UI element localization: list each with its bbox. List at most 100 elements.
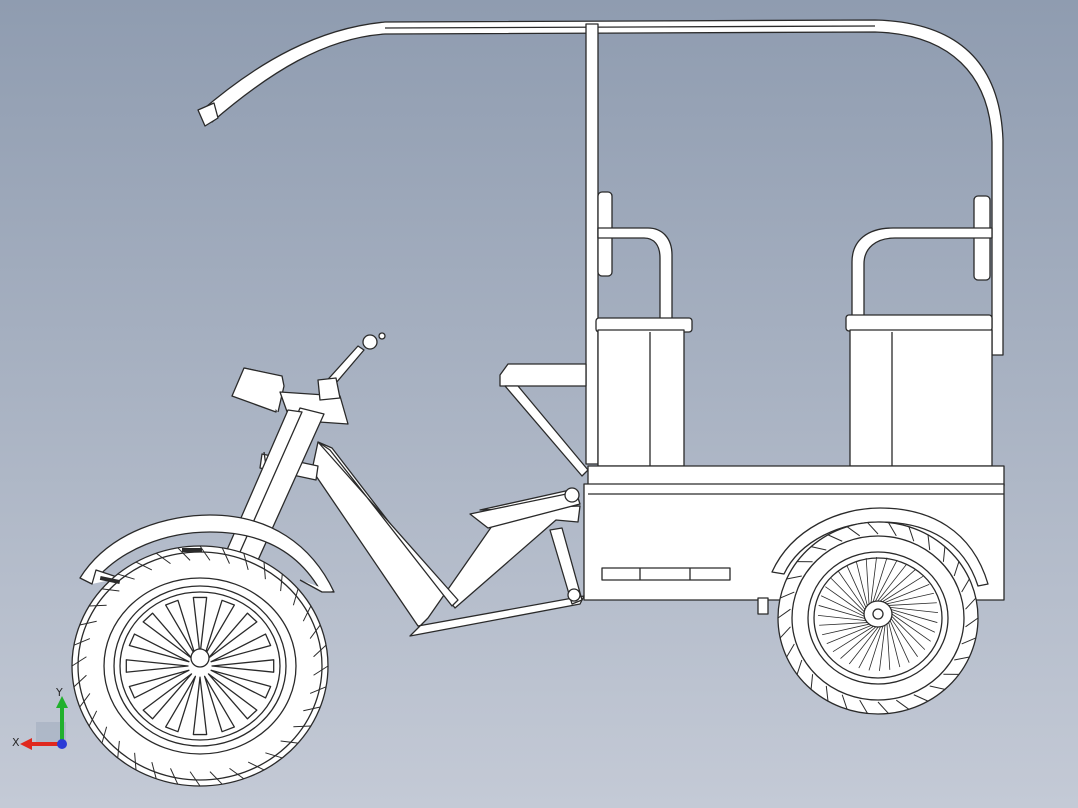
spoke xyxy=(840,626,876,659)
roof-frame xyxy=(197,19,1004,356)
tread-lug xyxy=(303,706,321,712)
tread-lug xyxy=(888,522,897,537)
spoke xyxy=(889,620,910,663)
tread-lug xyxy=(79,620,97,626)
spoke xyxy=(872,557,888,602)
spoke xyxy=(855,560,868,606)
tread-lug xyxy=(786,643,795,658)
spoke xyxy=(888,602,937,606)
tread-lug xyxy=(265,752,283,759)
coordinate-triad: Y X xyxy=(12,686,68,750)
tread-lug xyxy=(786,575,802,580)
front-wheel-spokes xyxy=(125,596,275,736)
tread-lug xyxy=(247,761,265,771)
front-wheel-treads xyxy=(71,545,329,787)
tread-lug xyxy=(908,526,915,542)
spoke xyxy=(888,622,901,668)
chassis-frame xyxy=(311,441,585,637)
tread-lug xyxy=(134,752,137,770)
tread-lug xyxy=(177,547,191,561)
spoke xyxy=(848,627,879,665)
spoke xyxy=(891,613,931,642)
triad-plane xyxy=(36,722,66,742)
tread-lug xyxy=(810,546,827,551)
tread-lug xyxy=(263,562,266,580)
spoke xyxy=(128,633,190,663)
tread-lug xyxy=(189,771,201,787)
spoke xyxy=(210,669,272,699)
tread-lug xyxy=(89,604,107,607)
spoke xyxy=(818,605,865,619)
tread-lug xyxy=(961,637,977,645)
tread-lug xyxy=(243,553,249,571)
spoke xyxy=(128,669,190,699)
tread-lug xyxy=(841,694,848,710)
tread-lug xyxy=(896,699,910,710)
spoke xyxy=(192,596,208,656)
driver-seat xyxy=(499,363,589,477)
tread-lug xyxy=(302,605,312,622)
front-seat-backrest xyxy=(597,191,673,331)
tread-lug xyxy=(942,546,946,562)
tread-lug xyxy=(117,740,120,758)
spoke xyxy=(890,606,939,614)
tread-lug xyxy=(101,726,108,744)
tread-lug xyxy=(965,597,977,610)
tread-lug xyxy=(867,522,879,535)
tread-lug xyxy=(292,588,299,606)
spoke xyxy=(817,614,866,622)
tread-lug xyxy=(859,699,868,714)
front-seat xyxy=(595,317,693,467)
tread-lug xyxy=(73,638,91,646)
tread-lug xyxy=(209,771,223,785)
spoke xyxy=(211,659,275,673)
tread-lug xyxy=(846,526,860,537)
spoke xyxy=(203,675,235,733)
tread-lug xyxy=(309,624,321,639)
tread-lug xyxy=(954,656,970,661)
tread-lug xyxy=(79,693,91,708)
spoke xyxy=(165,599,197,657)
spoke xyxy=(882,576,924,602)
spoke xyxy=(830,578,865,612)
tread-lug xyxy=(155,552,171,565)
tread-lug xyxy=(221,547,230,564)
triad-y-label: Y xyxy=(55,686,63,699)
spoke xyxy=(210,633,272,663)
tread-lug xyxy=(877,701,889,714)
front-fender xyxy=(79,514,335,593)
spoke xyxy=(868,626,884,671)
spoke xyxy=(826,625,872,645)
tread-lug xyxy=(953,561,960,577)
tread-lug xyxy=(961,578,970,593)
tread-lug xyxy=(913,694,929,702)
spoke xyxy=(886,624,891,670)
spoke xyxy=(838,570,866,610)
tread-lug xyxy=(73,674,87,688)
spoke xyxy=(865,558,870,604)
tread-lug xyxy=(965,617,979,628)
tread-lug xyxy=(71,656,87,667)
spoke xyxy=(207,673,258,720)
spoke xyxy=(891,611,936,633)
spoke xyxy=(870,556,877,603)
spoke xyxy=(207,612,258,659)
tread-lug xyxy=(117,573,135,580)
rear-wheel-treads xyxy=(777,522,979,714)
rear-wheel-spokes xyxy=(817,556,939,672)
spoke xyxy=(890,618,918,658)
spoke xyxy=(875,559,898,602)
tread-lug xyxy=(88,710,98,727)
fender-slots xyxy=(99,548,202,585)
spoke xyxy=(820,595,865,617)
tread-lug xyxy=(280,740,299,744)
tread-lug xyxy=(779,626,791,639)
tread-lug xyxy=(229,767,245,780)
tread-lug xyxy=(777,608,791,619)
spoke xyxy=(203,599,235,657)
tread-lug xyxy=(293,725,311,728)
spoke xyxy=(192,676,208,736)
spoke xyxy=(125,659,189,673)
